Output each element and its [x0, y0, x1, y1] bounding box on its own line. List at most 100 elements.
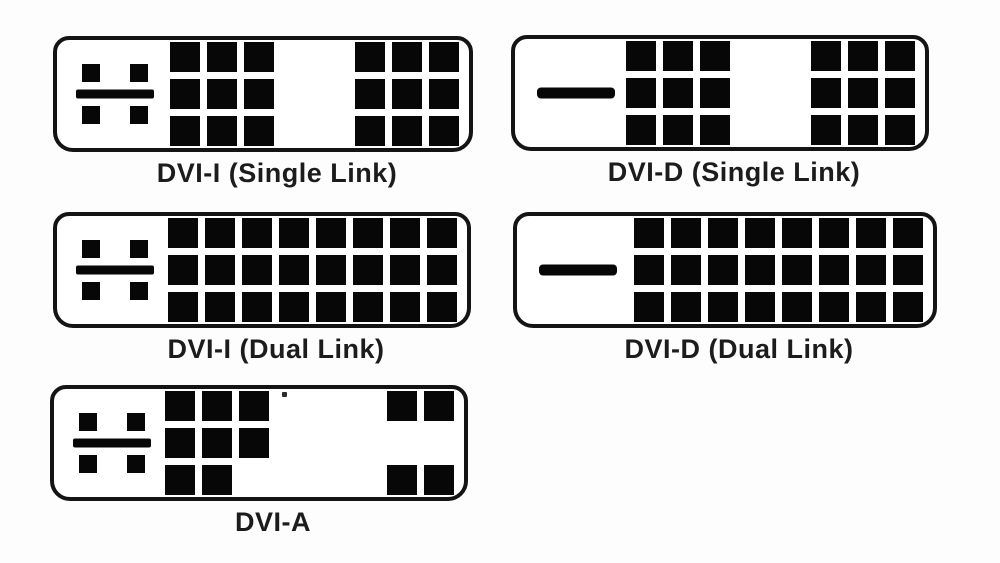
pin	[387, 465, 417, 495]
empty-pin-slot	[774, 115, 804, 145]
pin	[700, 78, 730, 108]
empty-pin-slot	[276, 465, 306, 495]
pin	[207, 116, 237, 146]
pin	[392, 79, 422, 109]
ground-blade	[539, 264, 617, 276]
pin	[316, 292, 346, 322]
empty-pin-slot	[737, 41, 767, 71]
pin	[202, 391, 232, 421]
analog-pins-and-blade	[76, 240, 154, 300]
empty-pin-slot	[737, 78, 767, 108]
dvi-d-dual-link-block: DVI-D (Dual Link)	[513, 212, 937, 365]
pin	[634, 218, 664, 248]
pin	[165, 391, 195, 421]
connector-label: DVI-D (Single Link)	[607, 157, 861, 187]
dvi-d-single-link-connector-body	[511, 35, 929, 151]
digital-pin-grid	[170, 42, 459, 146]
empty-pin-slot	[239, 465, 269, 495]
analog-pin	[130, 282, 148, 300]
pin	[893, 292, 923, 322]
pin	[671, 218, 701, 248]
analog-pin	[127, 455, 145, 473]
pin	[856, 218, 886, 248]
empty-pin-slot	[350, 391, 380, 421]
pin	[885, 41, 915, 71]
pin	[242, 255, 272, 285]
pin	[708, 218, 738, 248]
ground-blade	[537, 87, 615, 99]
pin	[893, 255, 923, 285]
pin	[819, 255, 849, 285]
pin	[782, 292, 812, 322]
pin	[885, 78, 915, 108]
analog-pin	[82, 240, 100, 258]
empty-pin-slot	[350, 465, 380, 495]
pin	[207, 42, 237, 72]
pin	[634, 292, 664, 322]
dvi-a-connector-body	[50, 385, 468, 501]
pin	[856, 255, 886, 285]
analog-pin	[130, 240, 148, 258]
pin	[811, 41, 841, 71]
pin	[202, 428, 232, 458]
analog-pin	[79, 455, 97, 473]
pin	[392, 116, 422, 146]
pin	[745, 255, 775, 285]
pin	[708, 255, 738, 285]
empty-pin-slot	[281, 42, 311, 72]
empty-pin-slot	[318, 116, 348, 146]
analog-pin	[79, 413, 97, 431]
pin	[316, 255, 346, 285]
empty-pin-slot	[281, 79, 311, 109]
empty-pin-slot	[774, 78, 804, 108]
pin	[353, 292, 383, 322]
pin	[244, 42, 274, 72]
pin	[239, 428, 269, 458]
pin	[390, 292, 420, 322]
digital-pin-grid	[165, 391, 454, 495]
pin	[745, 292, 775, 322]
pin	[168, 255, 198, 285]
pin	[811, 78, 841, 108]
empty-pin-slot	[313, 391, 343, 421]
analog-pins-and-blade	[76, 64, 154, 124]
pin	[427, 218, 457, 248]
dvi-a-block: DVI-A	[50, 385, 468, 538]
print-speck-artifact	[282, 392, 287, 397]
pin	[819, 218, 849, 248]
ground-blade	[76, 265, 154, 275]
connector-label: DVI-A	[235, 507, 311, 537]
empty-pin-slot	[281, 116, 311, 146]
pin	[316, 218, 346, 248]
pin	[782, 218, 812, 248]
pin	[427, 292, 457, 322]
pin	[663, 41, 693, 71]
pin	[355, 79, 385, 109]
empty-pin-slot	[276, 391, 306, 421]
pin	[626, 78, 656, 108]
pin	[663, 78, 693, 108]
pin	[848, 41, 878, 71]
pin	[390, 255, 420, 285]
pin	[392, 42, 422, 72]
pin	[279, 218, 309, 248]
pin	[205, 255, 235, 285]
pin	[893, 218, 923, 248]
pin	[700, 115, 730, 145]
pin	[429, 116, 459, 146]
empty-pin-slot	[313, 428, 343, 458]
pin	[355, 42, 385, 72]
empty-pin-slot	[387, 428, 417, 458]
digital-pin-grid	[168, 218, 457, 322]
pin	[170, 116, 200, 146]
pin	[239, 391, 269, 421]
pin	[708, 292, 738, 322]
empty-pin-slot	[350, 428, 380, 458]
empty-pin-slot	[276, 428, 306, 458]
ground-blade	[73, 438, 151, 448]
pin	[279, 292, 309, 322]
pin	[745, 218, 775, 248]
digital-pin-grid	[626, 41, 915, 145]
analog-pin	[127, 413, 145, 431]
